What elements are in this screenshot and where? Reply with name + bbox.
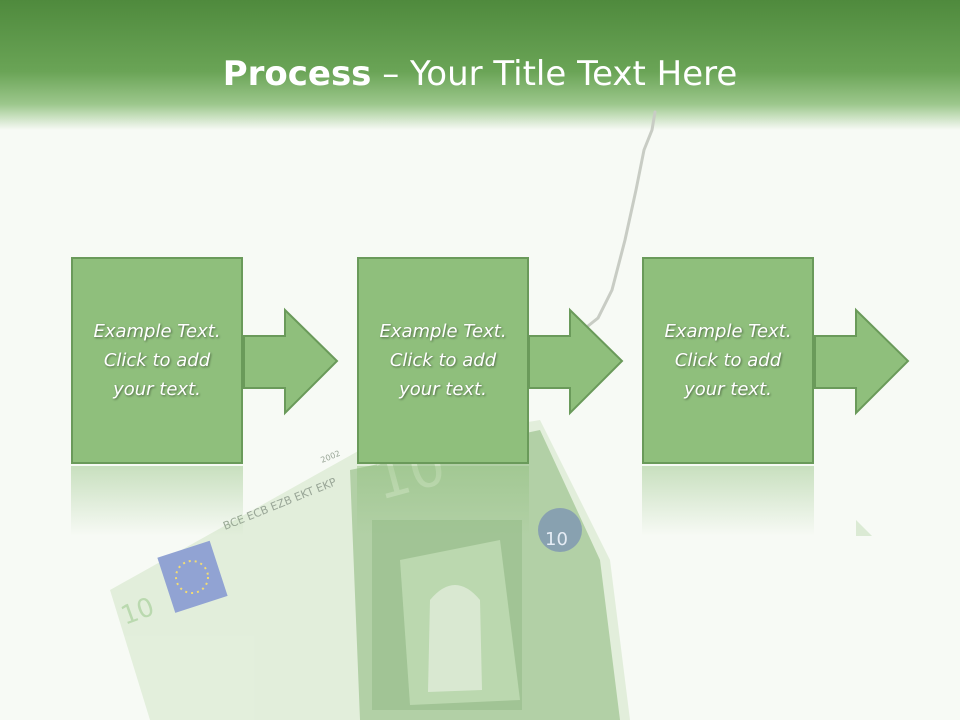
process-step-3[interactable]: Example Text. Click to add your text. (642, 257, 814, 464)
step-1-text: Example Text. Click to add your text. (93, 321, 221, 400)
step-2-text: Example Text. Click to add your text. (379, 321, 507, 400)
slide-title-rest: – Your Title Text Here (371, 54, 738, 94)
box-reflection (71, 466, 243, 536)
slide-title-bold: Process (222, 54, 372, 94)
banknote-value-emblem: 10 (545, 529, 568, 550)
arrow-right-icon (528, 307, 624, 416)
title-bar (0, 0, 960, 130)
arrow-right-icon (814, 307, 910, 416)
step-3-text: Example Text. Click to add your text. (664, 321, 792, 400)
process-step-2[interactable]: Example Text. Click to add your text. (357, 257, 529, 464)
box-reflection (357, 466, 529, 536)
slide-title[interactable]: Process – Your Title Text Here (0, 52, 960, 96)
euro-banknote-image: BCE ECB EZB EKT EKP 2002 10 10 10 (110, 420, 630, 720)
box-reflection (642, 466, 814, 536)
process-step-1[interactable]: Example Text. Click to add your text. (71, 257, 243, 464)
fishing-hook-icon (586, 110, 657, 328)
arrow-right-icon (243, 307, 339, 416)
